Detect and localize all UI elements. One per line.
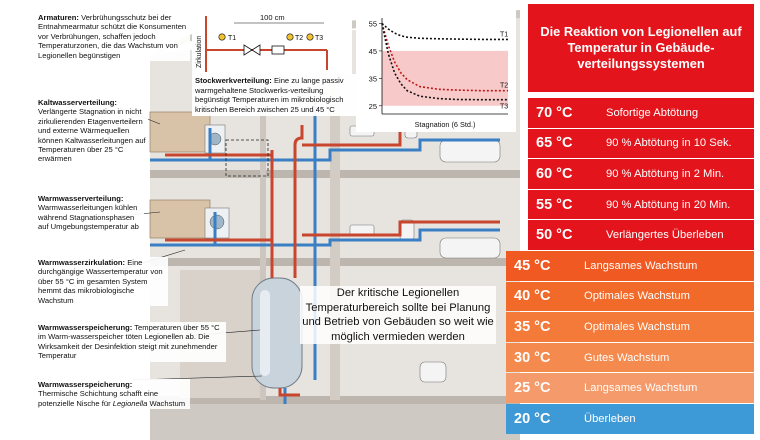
temperature-value: 55 °C bbox=[536, 196, 573, 213]
temperature-value: 70 °C bbox=[536, 104, 573, 121]
x-axis-label: Stagnation (6 Std.) bbox=[415, 120, 476, 129]
temperature-effect: Langsames Wachstum bbox=[584, 259, 698, 272]
temperature-row: 60 °C 90 % Abtötung in 2 Min. bbox=[528, 159, 754, 189]
note-speicherung-2-heading: Warmwasserspeicherung: bbox=[38, 380, 133, 389]
note-zirkulation-heading: Warmwasserzirkulation: bbox=[38, 258, 126, 267]
temperature-row: 65 °C 90 % Abtötung in 10 Sek. bbox=[528, 128, 754, 159]
temperature-row: 45 °C Langsames Wachstum bbox=[506, 251, 754, 281]
note-speicherung-2: Warmwasserspeicherung: Thermische Schich… bbox=[36, 379, 190, 410]
temperature-row: 20 °C Überleben bbox=[506, 404, 754, 434]
temperature-value: 30 °C bbox=[514, 349, 551, 366]
temperature-value: 25 °C bbox=[514, 380, 551, 397]
note-speicherung-2-text: Thermische Schichtung schafft eine poten… bbox=[38, 389, 188, 408]
temperature-value: 20 °C bbox=[514, 410, 551, 427]
schematic-t3-label: T3 bbox=[315, 35, 323, 42]
note-warmwasser-text: Warmwasserleitungen kühlen während Stagn… bbox=[38, 203, 139, 232]
note-warmwasser: Warmwasserverteilung: Warmwasserleitunge… bbox=[36, 193, 144, 233]
series-line-t3 bbox=[381, 23, 508, 101]
critical-band bbox=[382, 50, 508, 106]
temperature-effect: 90 % Abtötung in 2 Min. bbox=[606, 167, 725, 180]
temperature-row: 70 °C Sofortige Abtötung bbox=[528, 98, 754, 128]
series-line-t2 bbox=[381, 23, 508, 92]
schematic-distance-label: 100 cm bbox=[260, 13, 285, 22]
series-label-t3: T3 bbox=[500, 104, 508, 111]
pipe-schematic: 100 cm Zirkulation T1 T2 T3 bbox=[192, 10, 352, 74]
temperature-effect: Gutes Wachstum bbox=[584, 351, 670, 364]
note-stockwerk-heading: Stockwerkverteilung: bbox=[195, 76, 272, 85]
temperature-effect: 90 % Abtötung in 10 Sek. bbox=[606, 137, 732, 150]
note-kaltwasser-text: Verlängerte Stagnation in nicht zirkulie… bbox=[38, 107, 146, 164]
temperature-value: 65 °C bbox=[536, 135, 573, 152]
temperature-row: 50 °C Verlängertes Überleben bbox=[528, 220, 754, 250]
note-speicherung-2-text-post: Wachstum bbox=[147, 398, 186, 408]
note-armaturen: Armaturen: Verbrühungsschutz bei der Ent… bbox=[36, 12, 190, 62]
note-stockwerk-text: Eine zu lange passiv warmgehaltene Stock… bbox=[195, 76, 344, 114]
temperature-effect: 90 % Abtötung in 20 Min. bbox=[606, 198, 731, 211]
note-armaturen-heading: Armaturen: bbox=[38, 13, 79, 22]
temperature-value: 40 °C bbox=[514, 288, 551, 305]
note-speicherung-2-text-pre: Thermische Schichtung schafft eine poten… bbox=[38, 389, 159, 408]
panel-title: Die Reaktion von Legionellen auf Tempera… bbox=[528, 4, 754, 92]
note-speicherung-1-heading: Warmwasserspeicherung: bbox=[38, 323, 133, 332]
note-armaturen-text: Verbrühungsschutz bei der Entnahmearmatu… bbox=[38, 13, 187, 60]
y-tick-label: 55 bbox=[369, 19, 377, 28]
schematic-zirkulation-label: Zirkulation bbox=[196, 36, 203, 68]
temperature-effect: Optimales Wachstum bbox=[584, 290, 690, 303]
note-kaltwasser: Kaltwasserverteilung: Verlängerte Stagna… bbox=[36, 97, 148, 165]
temperature-row: 30 °C Gutes Wachstum bbox=[506, 342, 754, 373]
note-speicherung-1-text: Temperaturen über 55 °C im Warm-wassersp… bbox=[38, 323, 220, 361]
temperature-value: 35 °C bbox=[514, 318, 551, 335]
note-stockwerk: Stockwerkverteilung: Eine zu lange passi… bbox=[192, 74, 362, 117]
y-tick-label: 35 bbox=[369, 74, 377, 83]
note-zirkulation-text: Eine durchgängige Wassertemperatur von ü… bbox=[38, 258, 163, 305]
schematic-mixer-icon bbox=[271, 45, 285, 55]
y-tick-label: 25 bbox=[369, 102, 377, 111]
temperature-effect: Überleben bbox=[584, 412, 636, 425]
temperature-row: 40 °C Optimales Wachstum bbox=[506, 281, 754, 312]
schematic-sensor-t1 bbox=[218, 33, 226, 41]
note-kaltwasser-heading: Kaltwasserverteilung: bbox=[38, 98, 117, 107]
temperature-effect: Verlängertes Überleben bbox=[606, 229, 724, 242]
schematic-sensor-t3 bbox=[306, 33, 314, 41]
note-warmwasser-heading: Warmwasserverteilung: bbox=[38, 194, 124, 203]
temperature-effect: Optimales Wachstum bbox=[584, 320, 690, 333]
y-tick-label: 45 bbox=[369, 47, 377, 56]
series-label-t2: T2 bbox=[500, 83, 508, 90]
schematic-valve-icon bbox=[243, 44, 261, 56]
schematic-t2-label: T2 bbox=[295, 35, 303, 42]
temperature-row: 25 °C Langsames Wachstum bbox=[506, 373, 754, 403]
center-message: Der kritische Legionellen Temperaturbere… bbox=[300, 286, 496, 344]
note-speicherung-2-italic: Legionella bbox=[112, 398, 148, 408]
schematic-sensor-t2 bbox=[286, 33, 294, 41]
series-line-t1 bbox=[381, 22, 508, 41]
note-zirkulation: Warmwasserzirkulation: Eine durchgängige… bbox=[36, 257, 168, 307]
temperature-effect: Sofortige Abtötung bbox=[606, 106, 699, 119]
temperature-value: 45 °C bbox=[514, 257, 551, 274]
temperature-value: 60 °C bbox=[536, 165, 573, 182]
temperature-effect: Langsames Wachstum bbox=[584, 382, 698, 395]
series-label-t1: T1 bbox=[500, 31, 508, 38]
temperature-row: 55 °C 90 % Abtötung in 20 Min. bbox=[528, 189, 754, 220]
schematic-t1-label: T1 bbox=[228, 35, 236, 42]
temperature-row: 35 °C Optimales Wachstum bbox=[506, 312, 754, 342]
temperature-value: 50 °C bbox=[536, 227, 573, 244]
note-speicherung-1: Warmwasserspeicherung: Temperaturen über… bbox=[36, 322, 226, 362]
